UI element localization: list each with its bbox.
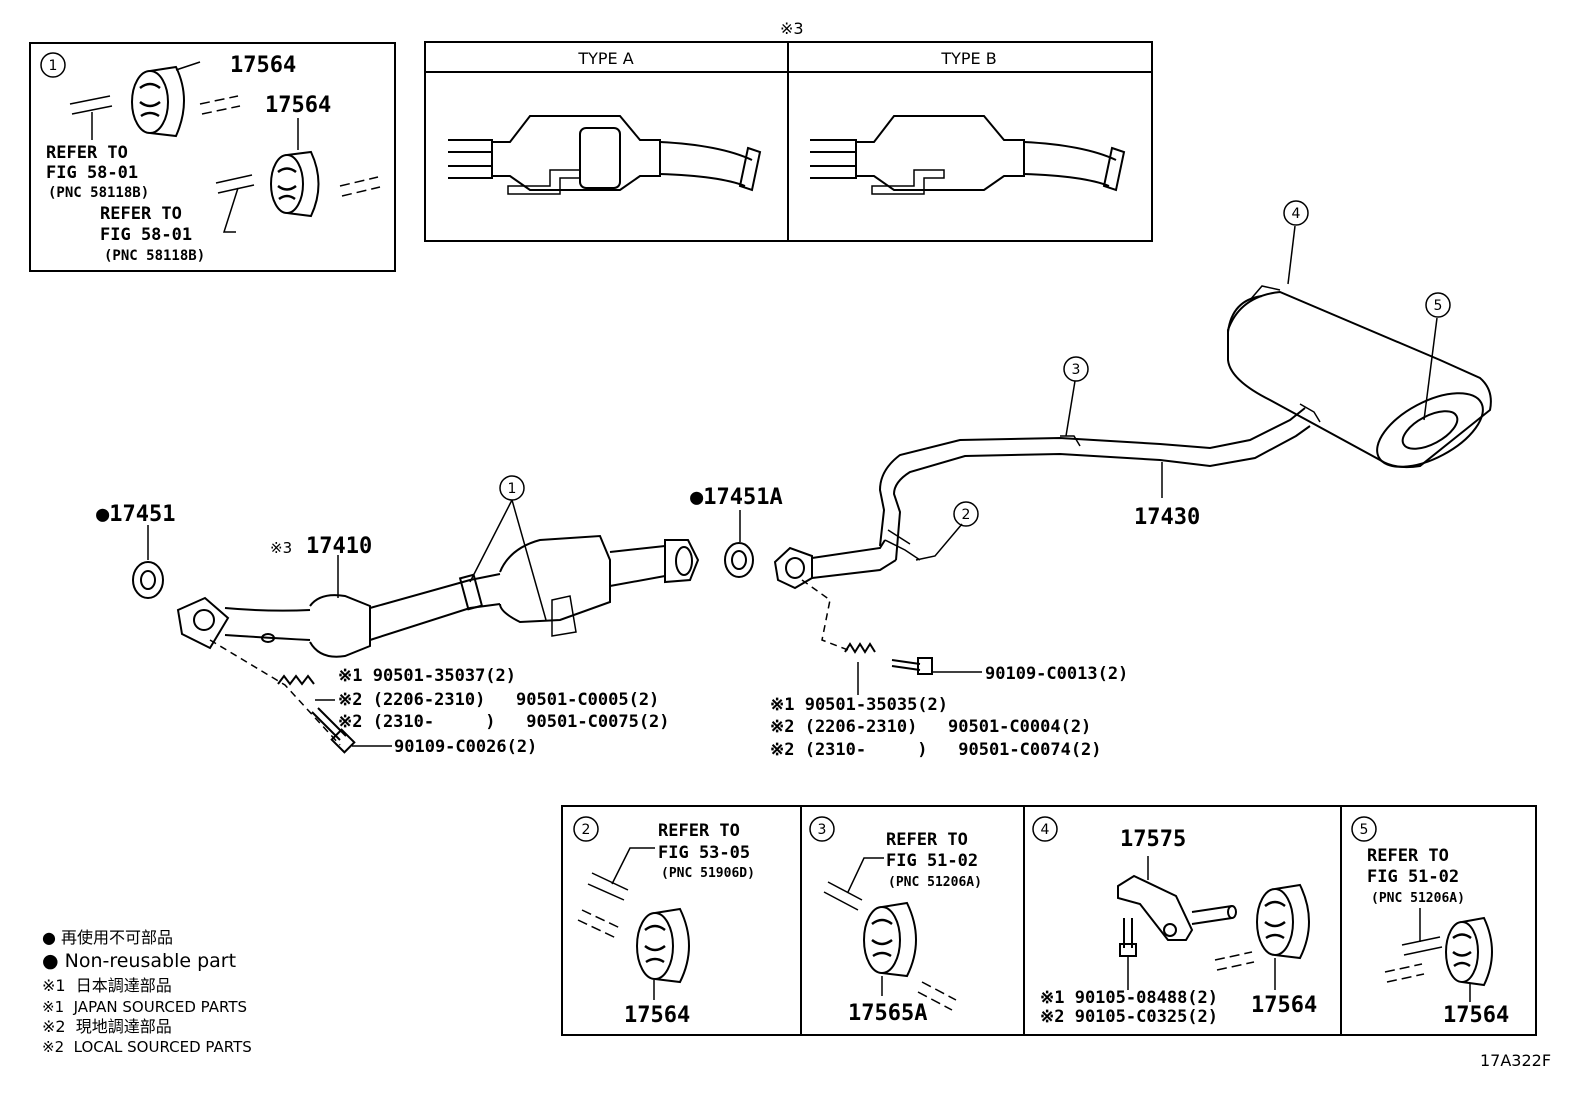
part-17564-label: 17564: [230, 53, 296, 78]
legend-line: ● 再使用不可部品: [42, 928, 173, 947]
refer-fig-label: FIG 58-01: [100, 225, 192, 245]
refer-pnc-label: (PNC 51206A): [888, 875, 982, 890]
refer-fig-label: FIG 51-02: [886, 851, 978, 871]
part-17410-label: 17410: [306, 534, 372, 559]
bolt-part-label: ※2 (2206-2310) 90501-C0004(2): [770, 717, 1091, 737]
bolt-part-label: ※2 (2206-2310) 90501-C0005(2): [338, 690, 659, 710]
refer-fig-label: FIG 58-01: [46, 163, 138, 183]
inset-1-frame: [29, 42, 396, 272]
center-exhaust-pipe-17430: [773, 285, 1492, 590]
bolt-part-label: 90109-C0026(2): [394, 737, 537, 757]
refer-label: REFER TO: [46, 143, 128, 163]
figure-code: 17A322F: [1480, 1051, 1551, 1070]
callout-1: 1: [508, 481, 517, 497]
bolt-part-label: ※1 90105-08488(2): [1040, 988, 1218, 1008]
part-17564-label: 17564: [624, 1003, 690, 1028]
gasket-17451-icon: [132, 561, 164, 599]
refer-label: REFER TO: [886, 830, 968, 850]
inset-5-number: 5: [1360, 822, 1369, 838]
refer-label: REFER TO: [658, 821, 740, 841]
part-17451-label: ●17451: [96, 502, 175, 527]
inset-3-number: 3: [818, 822, 827, 838]
spring-icon: [844, 642, 876, 654]
inset-2-number: 2: [582, 822, 591, 838]
type-a-label: TYPE A: [577, 49, 633, 68]
hanger-bracket-17575: [1117, 874, 1237, 941]
note3-mark-17410: ※3: [270, 539, 292, 557]
bolt-part-label: 90109-C0013(2): [985, 664, 1128, 684]
hanger-rubber-icon: [1445, 916, 1493, 987]
part-17564-label: 17564: [265, 93, 331, 118]
part-17430-label: 17430: [1134, 505, 1200, 530]
hanger-rubber-icon: [131, 65, 185, 138]
legend-line: ※2 現地調達部品: [42, 1017, 172, 1036]
catalytic-converter-type-b: [810, 115, 1126, 195]
hanger-rubber-icon: [1256, 883, 1310, 960]
front-exhaust-pipe-17410: [176, 534, 700, 658]
bolt-part-label: ※2 90105-C0325(2): [1040, 1007, 1218, 1027]
bolt-part-label: ※2 (2310- ) 90501-C0075(2): [338, 712, 670, 732]
part-17575-label: 17575: [1120, 827, 1186, 852]
inset-4-number: 4: [1041, 822, 1050, 838]
refer-fig-label: FIG 53-05: [658, 843, 750, 863]
bolt-part-label: ※1 90501-35035(2): [770, 695, 948, 715]
legend-line: ※1 JAPAN SOURCED PARTS: [42, 998, 247, 1016]
hanger-rubber-icon: [636, 907, 690, 984]
callout-2: 2: [962, 507, 971, 523]
refer-pnc-label: (PNC 51906D): [661, 866, 755, 881]
bottom-insets-frame: [561, 805, 1537, 1036]
callout-5: 5: [1434, 298, 1443, 314]
spring-icon: [277, 674, 315, 686]
bolt-icon: [1119, 918, 1137, 957]
refer-pnc-label: (PNC 58118B): [48, 185, 149, 201]
refer-pnc-label: (PNC 51206A): [1371, 891, 1465, 906]
hanger-rubber-icon: [863, 901, 917, 978]
type-b-label: TYPE B: [940, 49, 996, 68]
part-17565a-label: 17565A: [848, 1001, 927, 1026]
refer-label: REFER TO: [100, 204, 182, 224]
hanger-rubber-icon: [270, 150, 320, 218]
bolt-icon: [891, 657, 933, 675]
legend-line: ※2 LOCAL SOURCED PARTS: [42, 1038, 252, 1056]
part-17451a-label: ●17451A: [690, 485, 783, 510]
callout-4: 4: [1292, 206, 1301, 222]
bolt-part-label: ※1 90501-35037(2): [338, 666, 516, 686]
legend-line: ● Non-reusable part: [42, 950, 236, 972]
bolt-part-label: ※2 (2310- ) 90501-C0074(2): [770, 740, 1102, 760]
catalytic-converter-type-a: [448, 115, 762, 195]
note3-mark: ※3: [780, 19, 804, 38]
callout-3: 3: [1072, 362, 1081, 378]
gasket-17451a-icon: [724, 542, 754, 578]
legend-line: ※1 日本調達部品: [42, 976, 172, 995]
part-17564-label: 17564: [1251, 993, 1317, 1018]
part-17564-label: 17564: [1443, 1003, 1509, 1028]
refer-pnc-label: (PNC 58118B): [104, 248, 205, 264]
refer-fig-label: FIG 51-02: [1367, 867, 1459, 887]
inset-1-number: 1: [49, 58, 58, 74]
refer-label: REFER TO: [1367, 846, 1449, 866]
bolt-icon: [311, 707, 356, 754]
